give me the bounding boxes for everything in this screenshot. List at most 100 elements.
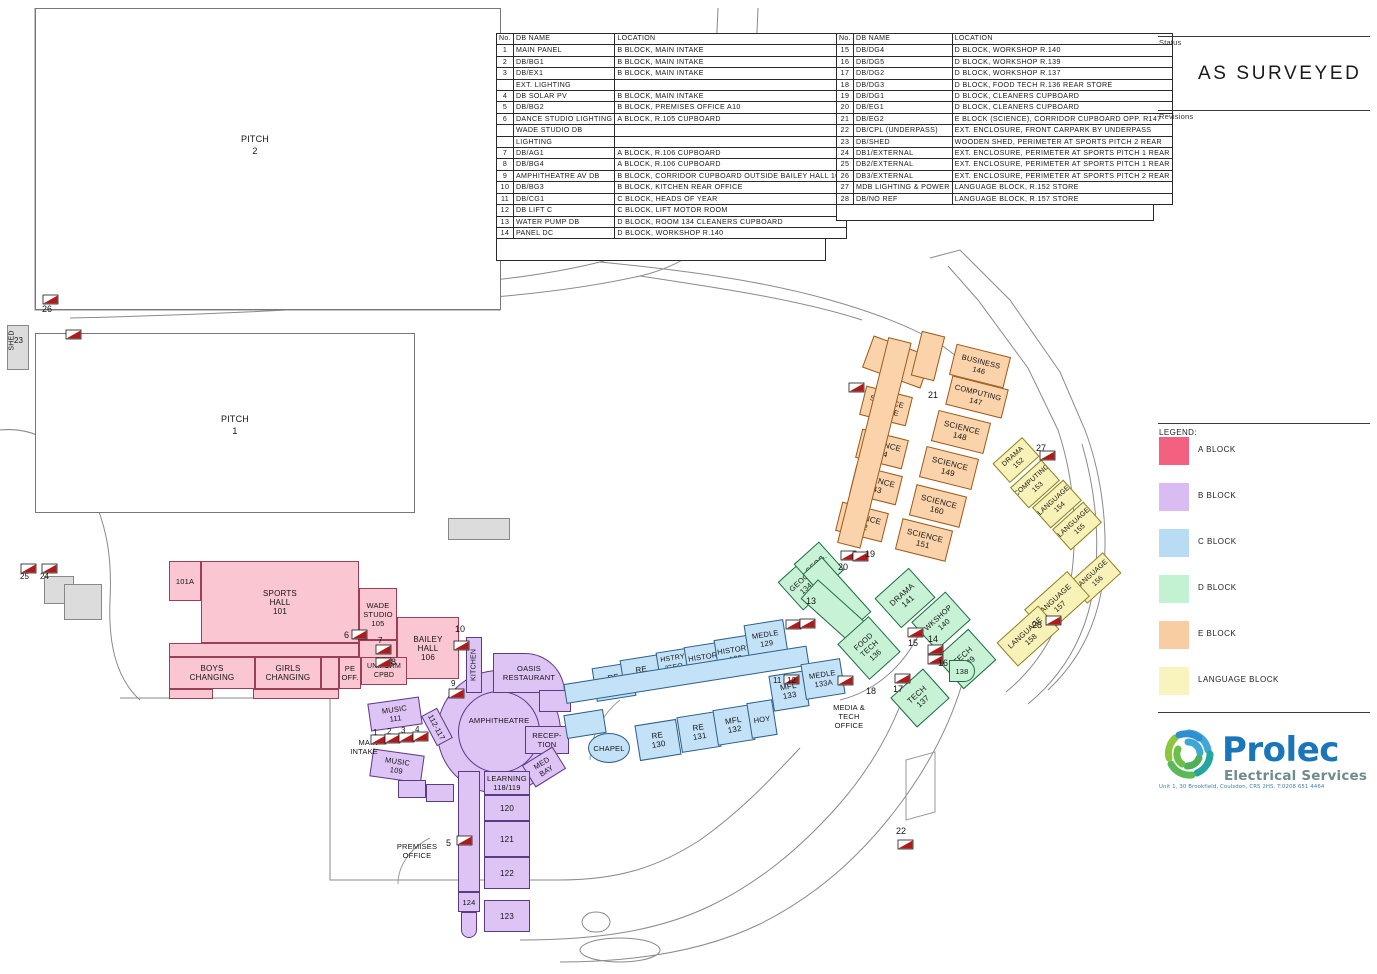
cell-no: 27 bbox=[836, 181, 854, 194]
cell-no: 22 bbox=[836, 124, 854, 137]
db-marker-5: 5 bbox=[446, 838, 452, 848]
db-marker-17: 17 bbox=[893, 684, 904, 694]
cell-no: 18 bbox=[836, 78, 854, 92]
room-a-block-tail2 bbox=[253, 689, 339, 699]
room-138-label: 138 bbox=[955, 667, 969, 676]
cell-location: D BLOCK, WORKSHOP R.139 bbox=[951, 55, 1173, 69]
db-marker-20: 20 bbox=[838, 562, 849, 572]
db-marker-4: 4 bbox=[415, 725, 420, 734]
cell-no: 7 bbox=[496, 147, 514, 160]
room-a-block-tail bbox=[169, 689, 213, 699]
cell-db-name: DB/DG3 bbox=[852, 78, 953, 92]
cell-no: 8 bbox=[496, 158, 514, 171]
cell-no: 1 bbox=[496, 44, 514, 57]
cell-location: EXT. ENCLOSURE, PERIMETER AT SPORTS PITC… bbox=[951, 169, 1173, 183]
room-123: 123 bbox=[484, 900, 530, 932]
room-122: 122 bbox=[484, 857, 530, 889]
cell-db-name: DB/DG5 bbox=[852, 55, 953, 69]
cell-db-name: DB LIFT C bbox=[512, 204, 616, 217]
db-marker-23: 23 bbox=[14, 336, 23, 345]
cell-location bbox=[614, 124, 847, 137]
cell-no: 14 bbox=[496, 226, 514, 240]
cell-no: 20 bbox=[836, 101, 854, 114]
cell-location: D BLOCK, WORKSHOP R.140 bbox=[614, 226, 847, 240]
cell-no bbox=[496, 78, 514, 92]
room-124: 124 bbox=[458, 892, 480, 912]
cell-location: EXT. ENCLOSURE, PERIMETER AT SPORTS PITC… bbox=[951, 158, 1173, 171]
cell-db-name: EXT. LIGHTING bbox=[512, 78, 616, 92]
room-121: 121 bbox=[484, 821, 530, 857]
cell-db-name: DB/DG1 bbox=[852, 90, 953, 103]
cell-db-name: AMPHITHEATRE AV DB bbox=[512, 169, 616, 183]
cell-no: 2 bbox=[496, 55, 514, 69]
prolec-tagline: Electrical Services bbox=[1224, 768, 1368, 784]
db-marker-7: 7 bbox=[378, 636, 383, 645]
cell-location: D BLOCK, WORKSHOP R.140 bbox=[951, 44, 1173, 57]
room-120: 120 bbox=[484, 795, 530, 821]
cell-no: 10 bbox=[496, 181, 514, 194]
room-b-stair-tail bbox=[461, 912, 477, 938]
cell-no: 24 bbox=[836, 147, 854, 160]
cell-db-name: DB/SHED bbox=[852, 135, 953, 149]
cell-db-name: WADE STUDIO DB bbox=[512, 124, 616, 137]
cell-db-name: DB/BG4 bbox=[512, 158, 616, 171]
db-marker-9: 9 bbox=[451, 679, 456, 688]
db-marker-3: 3 bbox=[401, 726, 406, 735]
cell-db-name: MAIN PANEL bbox=[512, 44, 616, 57]
cell-no: 26 bbox=[836, 169, 854, 183]
cell-db-name: LIGHTING bbox=[512, 135, 616, 149]
room-101a: 101A bbox=[169, 561, 201, 601]
room-chapel bbox=[588, 733, 630, 763]
cell-no: 3 bbox=[496, 67, 514, 80]
sports-pitch-1 bbox=[35, 333, 415, 513]
room-chapel-label: CHAPEL bbox=[593, 744, 625, 753]
th-no: No. bbox=[496, 32, 514, 46]
legend-swatch-0 bbox=[1159, 437, 1189, 465]
outbuilding-north bbox=[448, 518, 510, 540]
legend-swatch-2 bbox=[1159, 529, 1189, 557]
room-a-corridor bbox=[169, 643, 359, 657]
legend-label-2: C BLOCK bbox=[1198, 537, 1237, 546]
table-row: LIGHTING bbox=[496, 135, 847, 149]
cell-db-name: WATER PUMP DB bbox=[512, 215, 616, 228]
cell-no: 4 bbox=[496, 90, 514, 103]
cell-db-name: DB/NO REF bbox=[852, 192, 953, 206]
cell-db-name: DB1/EXTERNAL bbox=[852, 147, 953, 160]
cell-location: A BLOCK, R.106 CUPBOARD bbox=[614, 158, 847, 171]
db-marker-25: 25 bbox=[20, 572, 29, 581]
cell-location: WOODEN SHED, PERIMETER AT SPORTS PITCH 2… bbox=[951, 135, 1173, 149]
db-marker-19: 19 bbox=[865, 549, 876, 559]
legend-rule-top bbox=[1158, 423, 1370, 424]
room-accessible-wc bbox=[321, 657, 339, 689]
cell-location: C BLOCK, HEADS OF YEAR bbox=[614, 192, 847, 206]
cell-location: EXT. ENCLOSURE, FRONT CARPARK BY UNDERPA… bbox=[951, 124, 1173, 137]
cell-location: B BLOCK, KITCHEN REAR OFFICE bbox=[614, 181, 847, 194]
db-marker-11: 11 bbox=[773, 676, 782, 685]
legend-label-4: E BLOCK bbox=[1198, 629, 1237, 638]
table-row: EXT. LIGHTING bbox=[496, 78, 847, 92]
th-no: No. bbox=[836, 32, 854, 46]
cell-db-name: DANCE STUDIO LIGHTING bbox=[512, 112, 616, 126]
room-b-corridor-south bbox=[458, 771, 480, 892]
legend-swatch-1 bbox=[1159, 483, 1189, 511]
db-marker-16: 16 bbox=[938, 658, 949, 668]
